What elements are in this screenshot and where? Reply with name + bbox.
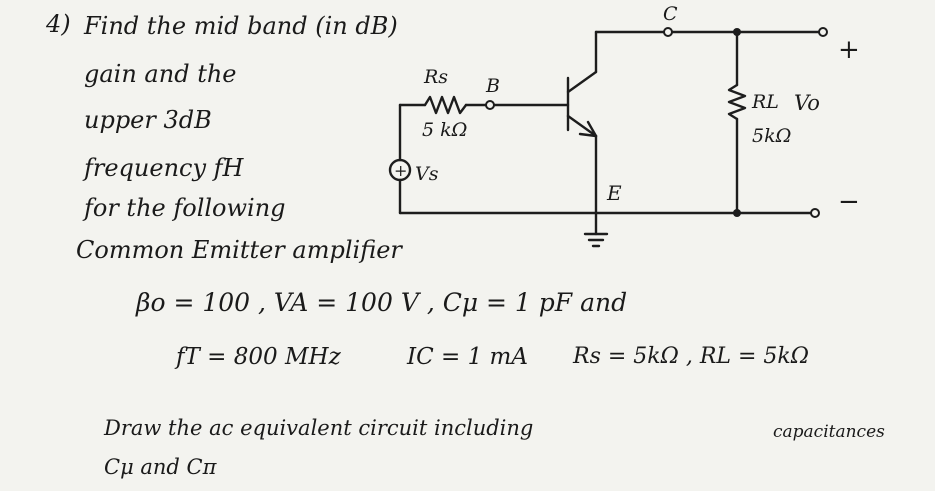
node-c-dot: [663, 27, 673, 37]
problem-number: 4): [46, 10, 71, 38]
problem-line-1: Find the mid band (in dB): [84, 12, 398, 40]
rl-label: RL: [751, 91, 779, 113]
emitter-lead: [566, 114, 598, 138]
node-b-dot: [485, 100, 495, 110]
rs-resistor: [423, 95, 468, 115]
instruction-line-1a: Draw the ac equivalent circuit including: [104, 416, 534, 440]
params-ft: fT = 800 MHz: [176, 344, 341, 370]
problem-line-6: Common Emitter amplifier: [76, 236, 402, 264]
problem-line-5: for the following: [84, 194, 286, 222]
rs-label: Rs: [423, 66, 448, 88]
node-e-label: E: [606, 181, 622, 205]
output-minus-terminal: [810, 208, 820, 218]
vs-plus-sign: +: [394, 161, 407, 180]
params-ic: IC = 1 mA: [407, 344, 528, 370]
vo-label: Vo: [794, 91, 820, 115]
node-c-label: C: [663, 3, 678, 25]
output-plus-label: +: [838, 35, 860, 65]
rl-value: 5kΩ: [752, 125, 791, 147]
rl-resistor: [727, 83, 747, 121]
instruction-line-2: Cμ and Cπ: [104, 455, 217, 479]
output-plus-terminal: [818, 27, 828, 37]
params-line-1: βo = 100 , VA = 100 V , Cμ = 1 pF and: [136, 288, 628, 317]
output-minus-label: −: [838, 187, 860, 217]
collector-lead: [566, 70, 598, 94]
problem-line-2: gain and the: [84, 60, 237, 88]
node-b-label: B: [485, 75, 500, 97]
instruction-line-1b: capacitances: [773, 422, 885, 442]
vs-label: Vs: [415, 163, 439, 185]
problem-line-3: upper 3dB: [84, 106, 212, 134]
problem-line-4: frequency fH: [84, 154, 244, 182]
params-rs-rl: Rs = 5kΩ , RL = 5kΩ: [573, 344, 809, 369]
rs-value: 5 kΩ: [422, 119, 467, 141]
